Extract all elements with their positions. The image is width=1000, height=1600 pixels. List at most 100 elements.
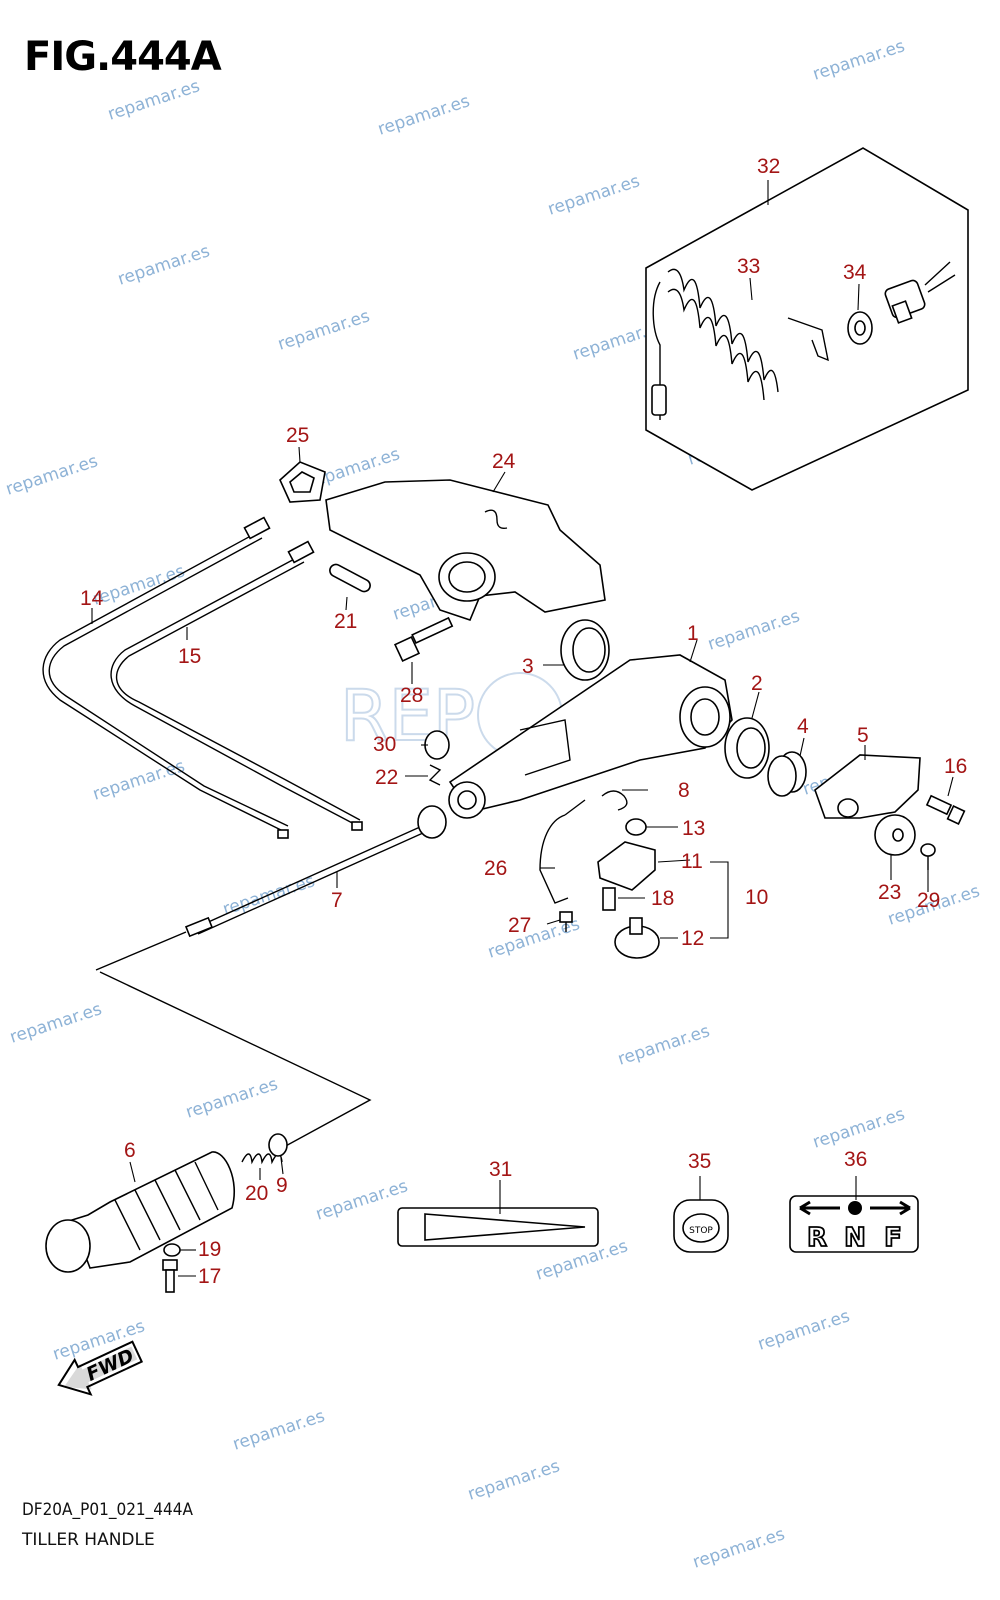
watermark: repamar.es <box>705 606 802 655</box>
stop-decal-text: STOP <box>689 1226 713 1236</box>
leader-lines <box>178 277 954 1277</box>
part-28-bolt <box>393 616 454 663</box>
svg-text:REP: REP <box>340 675 475 757</box>
label-10: 10 <box>745 886 768 909</box>
watermark: repamar.es <box>230 1406 327 1455</box>
part-16-bolt <box>925 794 966 825</box>
label-1: 1 <box>687 622 699 645</box>
label-5: 5 <box>857 724 869 747</box>
watermark: repamar.es <box>183 1074 280 1123</box>
part-19-washer <box>163 1243 181 1257</box>
figure-code: DF20A_P01_021_444A <box>22 1500 193 1520</box>
part-12-knob <box>614 917 660 959</box>
gear-r: R <box>807 1223 827 1253</box>
label-6: 6 <box>124 1139 136 1162</box>
gear-f: F <box>884 1223 902 1253</box>
part-30-washer <box>424 730 450 760</box>
figure-name: TILLER HANDLE <box>22 1530 155 1550</box>
group-bracket-10 <box>710 861 729 939</box>
part-18-screw <box>602 887 616 911</box>
part-26-spring-wire <box>539 799 586 904</box>
label-23: 23 <box>878 881 901 904</box>
break-lines <box>95 931 372 1149</box>
part-7-throttle-shaft <box>184 805 447 938</box>
watermark: repamar.es <box>465 1456 562 1505</box>
label-26: 26 <box>484 857 507 880</box>
part-8-clip <box>601 790 628 811</box>
tiller-handle-arm <box>448 654 733 819</box>
label-7: 7 <box>331 889 343 912</box>
stop-switch-kit <box>645 147 969 491</box>
part-2-bushing <box>724 717 770 779</box>
label-31: 31 <box>489 1158 512 1181</box>
part-27-bolt <box>559 911 573 932</box>
watermark: repamar.es <box>115 241 212 290</box>
part-3-bushing <box>560 619 610 681</box>
label-14: 14 <box>80 587 104 610</box>
logo-watermark: REP <box>339 672 563 758</box>
label-12: 12 <box>681 927 704 950</box>
label-19: 19 <box>198 1238 221 1261</box>
part-29-screw <box>920 843 936 870</box>
label-13: 13 <box>682 817 705 840</box>
watermark: repamar.es <box>275 306 372 355</box>
label-4: 4 <box>797 715 809 738</box>
watermark: repamar.es <box>90 561 187 610</box>
watermark: repamar.es <box>810 36 907 85</box>
label-8: 8 <box>678 779 690 802</box>
label-21: 21 <box>334 610 357 633</box>
label-36: 36 <box>844 1148 867 1171</box>
watermark: repamar.es <box>810 1104 907 1153</box>
part-23-plate <box>874 814 916 856</box>
part-21-pin <box>329 563 371 593</box>
label-15: 15 <box>178 645 201 668</box>
part-5-friction-lever <box>814 754 921 819</box>
watermark: repamar.es <box>3 451 100 500</box>
label-22: 22 <box>375 766 398 789</box>
label-28: 28 <box>400 684 423 707</box>
part-31-decal <box>397 1180 599 1247</box>
watermark: repamar.es <box>375 91 472 140</box>
label-30: 30 <box>373 733 396 756</box>
label-25: 25 <box>286 424 309 447</box>
watermark: repamar.es <box>545 171 642 220</box>
label-18: 18 <box>651 887 674 910</box>
watermark: repamar.es <box>105 76 202 125</box>
gear-n: N <box>844 1223 866 1253</box>
part-6-grip <box>45 1151 235 1273</box>
label-11: 11 <box>681 850 703 873</box>
part-4-collar <box>767 751 807 797</box>
label-3: 3 <box>522 655 534 678</box>
watermark: repamar.es <box>313 1176 410 1225</box>
watermark: repamar.es <box>690 1524 787 1573</box>
part-35-stop-decal: STOP <box>673 1176 729 1253</box>
watermark: repamar.es <box>615 1021 712 1070</box>
label-16: 16 <box>944 755 967 778</box>
watermark: repamar.es <box>7 999 104 1048</box>
part-13-washer <box>625 818 647 836</box>
label-24: 24 <box>492 450 516 473</box>
label-27: 27 <box>508 914 531 937</box>
tiller-bracket <box>325 471 606 621</box>
label-35: 35 <box>688 1150 711 1173</box>
label-29: 29 <box>917 889 940 912</box>
part-22-clip <box>428 764 442 786</box>
part-17-screw <box>162 1259 178 1293</box>
label-17: 17 <box>198 1265 221 1288</box>
part-labels: 1 2 3 4 5 6 7 8 9 10 11 12 13 14 15 16 1… <box>80 155 967 1288</box>
label-34: 34 <box>843 261 867 284</box>
throttle-cables <box>42 516 363 839</box>
label-2: 2 <box>751 672 763 695</box>
label-20: 20 <box>245 1182 268 1205</box>
part-25-cap <box>279 461 326 503</box>
part-11-holder <box>597 841 656 891</box>
watermark: repamar.es <box>90 756 187 805</box>
watermark: repamar.es <box>755 1306 852 1355</box>
part-9-collar <box>268 1133 288 1157</box>
label-9: 9 <box>276 1174 288 1197</box>
label-33: 33 <box>737 255 760 278</box>
figure-title: FIG.444A <box>24 34 222 80</box>
label-32: 32 <box>757 155 780 178</box>
part-36-shift-decal: R N F <box>789 1176 919 1254</box>
